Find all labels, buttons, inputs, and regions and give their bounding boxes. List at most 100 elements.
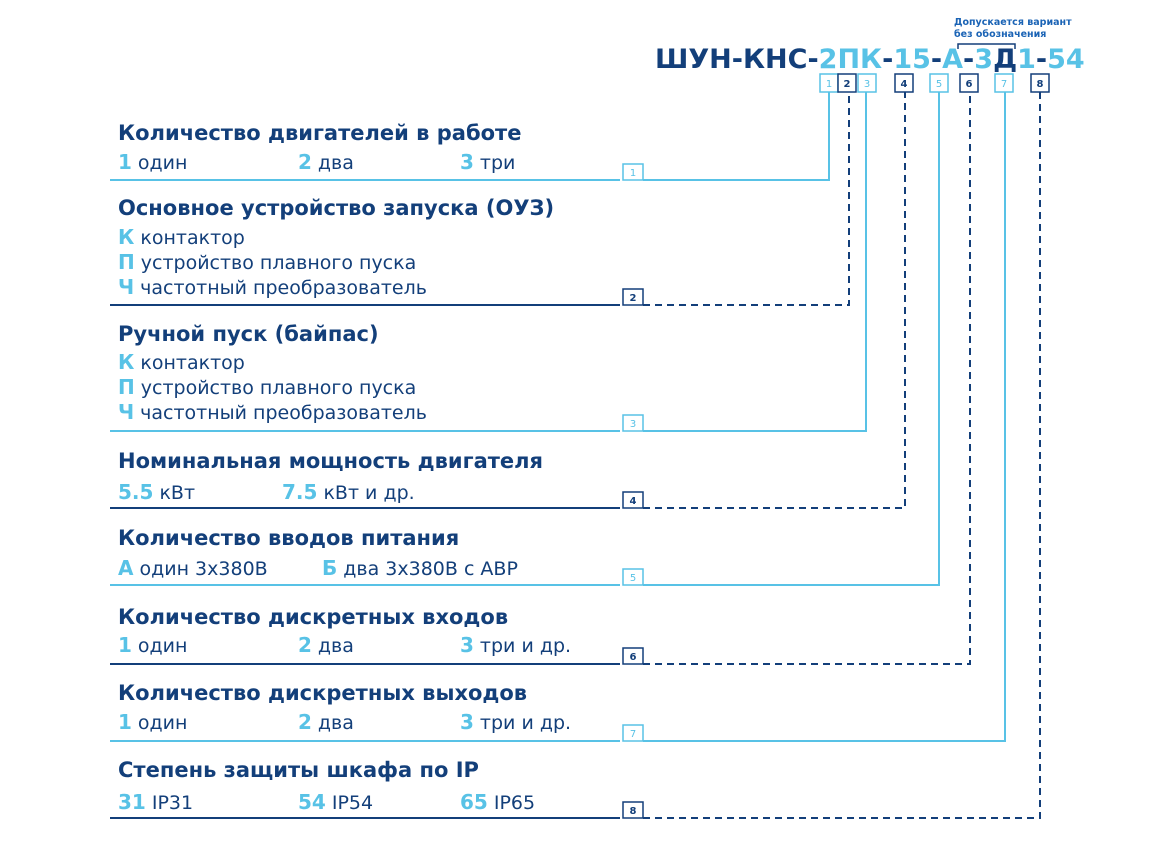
option-text: два xyxy=(318,152,354,174)
connector-line xyxy=(643,92,1041,819)
option-text: кВт xyxy=(159,482,195,504)
connector-line xyxy=(643,92,906,509)
position-marker: 7 xyxy=(994,73,1014,93)
section-number: 6 xyxy=(630,652,637,663)
option-key: 1 xyxy=(118,710,132,734)
option-key: 7.5 xyxy=(282,480,317,504)
option-text: один xyxy=(138,152,188,174)
position-marker: 1 xyxy=(819,73,839,93)
connector-line xyxy=(643,92,971,665)
section-number-box xyxy=(622,414,644,432)
section-number: 2 xyxy=(630,293,637,304)
section-number-box xyxy=(622,647,644,665)
connector-line xyxy=(643,92,830,181)
marker-number: 5 xyxy=(936,79,942,90)
code-part: 2ПК xyxy=(819,44,882,75)
marker-number: 2 xyxy=(844,79,851,90)
marker-number: 8 xyxy=(1037,79,1044,90)
option-key: Ч xyxy=(118,400,134,424)
option-key: 54 xyxy=(298,790,326,814)
marker-box xyxy=(959,73,979,93)
option-key: 5.5 xyxy=(118,480,153,504)
position-marker: 3 xyxy=(857,73,877,93)
marker-box xyxy=(837,73,857,93)
code-part: ШУН-КНС- xyxy=(655,44,819,75)
option-text: два xyxy=(318,635,354,657)
option-key: 2 xyxy=(298,150,312,174)
section-number-box xyxy=(622,491,644,509)
option-text: два 3х380В с АВР xyxy=(343,558,518,580)
connector-line xyxy=(643,92,867,432)
option-key: К xyxy=(118,225,135,249)
section-number: 5 xyxy=(630,573,636,584)
option-text: частотный преобразователь xyxy=(140,402,427,424)
option-text: устройство плавного пуска xyxy=(141,252,417,274)
section-number: 1 xyxy=(630,168,636,179)
designation-header: Допускается вариант без обозначения ШУН-… xyxy=(655,17,1085,93)
option-key: К xyxy=(118,350,135,374)
option: 65 IP65 xyxy=(460,790,535,814)
option-key: 65 xyxy=(460,790,488,814)
option-text: контактор xyxy=(140,352,244,374)
position-marker: 8 xyxy=(1030,73,1050,93)
option-text: устройство плавного пуска xyxy=(141,377,417,399)
section-1: Количество двигателей в работе 1 один 2 два 3… xyxy=(110,121,644,181)
marker-number: 4 xyxy=(901,79,908,90)
code-part: - xyxy=(931,44,942,75)
section-title: Количество вводов питания xyxy=(118,526,459,550)
code-part: 1 xyxy=(1017,44,1036,75)
option: 1 один xyxy=(118,710,187,734)
option-key: 3 xyxy=(460,710,474,734)
optional-note-line1: Допускается вариант xyxy=(954,17,1072,28)
option-key: П xyxy=(118,375,135,399)
optional-note-line2: без обозначения xyxy=(954,29,1046,40)
connector-line xyxy=(643,92,850,306)
section-number-box xyxy=(622,801,644,819)
marker-number: 6 xyxy=(966,79,973,90)
option-text: один xyxy=(138,712,188,734)
option-text: IP65 xyxy=(494,792,535,814)
section-number-box xyxy=(622,163,644,181)
option-text: контактор xyxy=(140,227,244,249)
option: 3 три и др. xyxy=(460,710,571,734)
section-title: Количество двигателей в работе xyxy=(118,121,521,145)
option-text: три и др. xyxy=(480,635,571,657)
marker-number: 1 xyxy=(826,79,832,90)
marker-box xyxy=(857,73,877,93)
section-number: 8 xyxy=(630,806,637,817)
code-part: А xyxy=(942,44,963,75)
position-marker: 4 xyxy=(894,73,914,93)
option-text: IP31 xyxy=(152,792,193,814)
option-text: три и др. xyxy=(480,712,571,734)
option-key: 3 xyxy=(460,150,474,174)
optional-bracket xyxy=(957,43,1016,49)
connector-line xyxy=(643,92,1006,742)
option: 5.5 кВт xyxy=(118,480,195,504)
code-part: - xyxy=(882,44,893,75)
option-key: 2 xyxy=(298,710,312,734)
section-title: Ручной пуск (байпас) xyxy=(118,322,379,346)
section-title: Количество дискретных входов xyxy=(118,605,508,629)
code-part: - xyxy=(963,44,974,75)
section-title: Основное устройство запуска (ОУЗ) xyxy=(118,196,554,220)
